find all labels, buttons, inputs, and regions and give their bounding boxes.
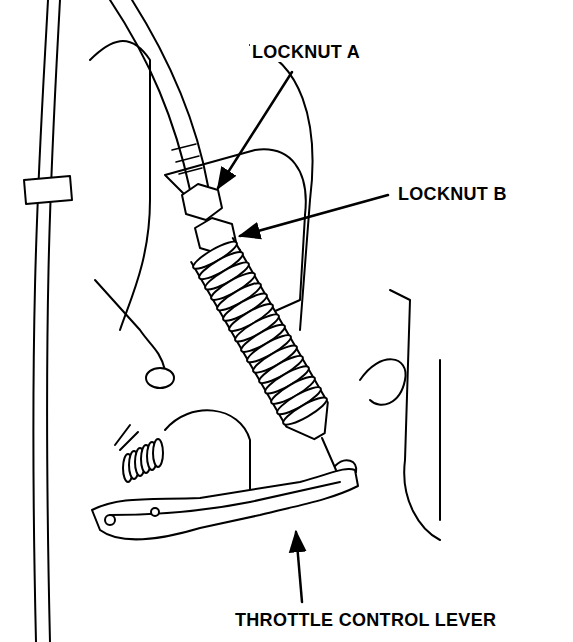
leader-arrow <box>240 195 388 236</box>
lever-pivot <box>105 515 115 525</box>
engine-body <box>390 290 440 540</box>
leader-arrow <box>218 72 292 188</box>
cable-hook <box>335 460 356 472</box>
hose-end <box>146 368 174 388</box>
throttle-control-lever <box>92 469 358 539</box>
hose-loop <box>360 359 406 404</box>
return-spring <box>123 439 163 482</box>
engine-body <box>90 41 150 330</box>
leader-arrow <box>296 532 302 602</box>
throttle-cable <box>132 0 208 186</box>
spring-coil <box>153 439 163 467</box>
part-label: THROTTLE CONTROL LEVER <box>233 610 498 630</box>
label-holder: THROTTLE CONTROL LEVER <box>233 610 498 631</box>
part-label: LOCKNUT B <box>396 184 509 204</box>
engine-body <box>439 360 441 520</box>
cable-clip <box>24 176 72 204</box>
side-cable <box>33 0 48 642</box>
cable-thread <box>172 144 202 174</box>
side-cable <box>47 0 60 642</box>
part-label: LOCKNUT A <box>250 42 362 62</box>
spring-end <box>115 425 138 450</box>
lever-edge <box>110 482 340 515</box>
engine-body <box>95 280 165 370</box>
cable-end-rod <box>322 438 336 470</box>
label-holder: LOCKNUT B <box>396 184 509 205</box>
boot-rib <box>280 393 329 428</box>
locknut-a <box>182 184 222 220</box>
label-holder: LOCKNUT A <box>250 42 362 63</box>
lever-pin <box>151 508 159 516</box>
